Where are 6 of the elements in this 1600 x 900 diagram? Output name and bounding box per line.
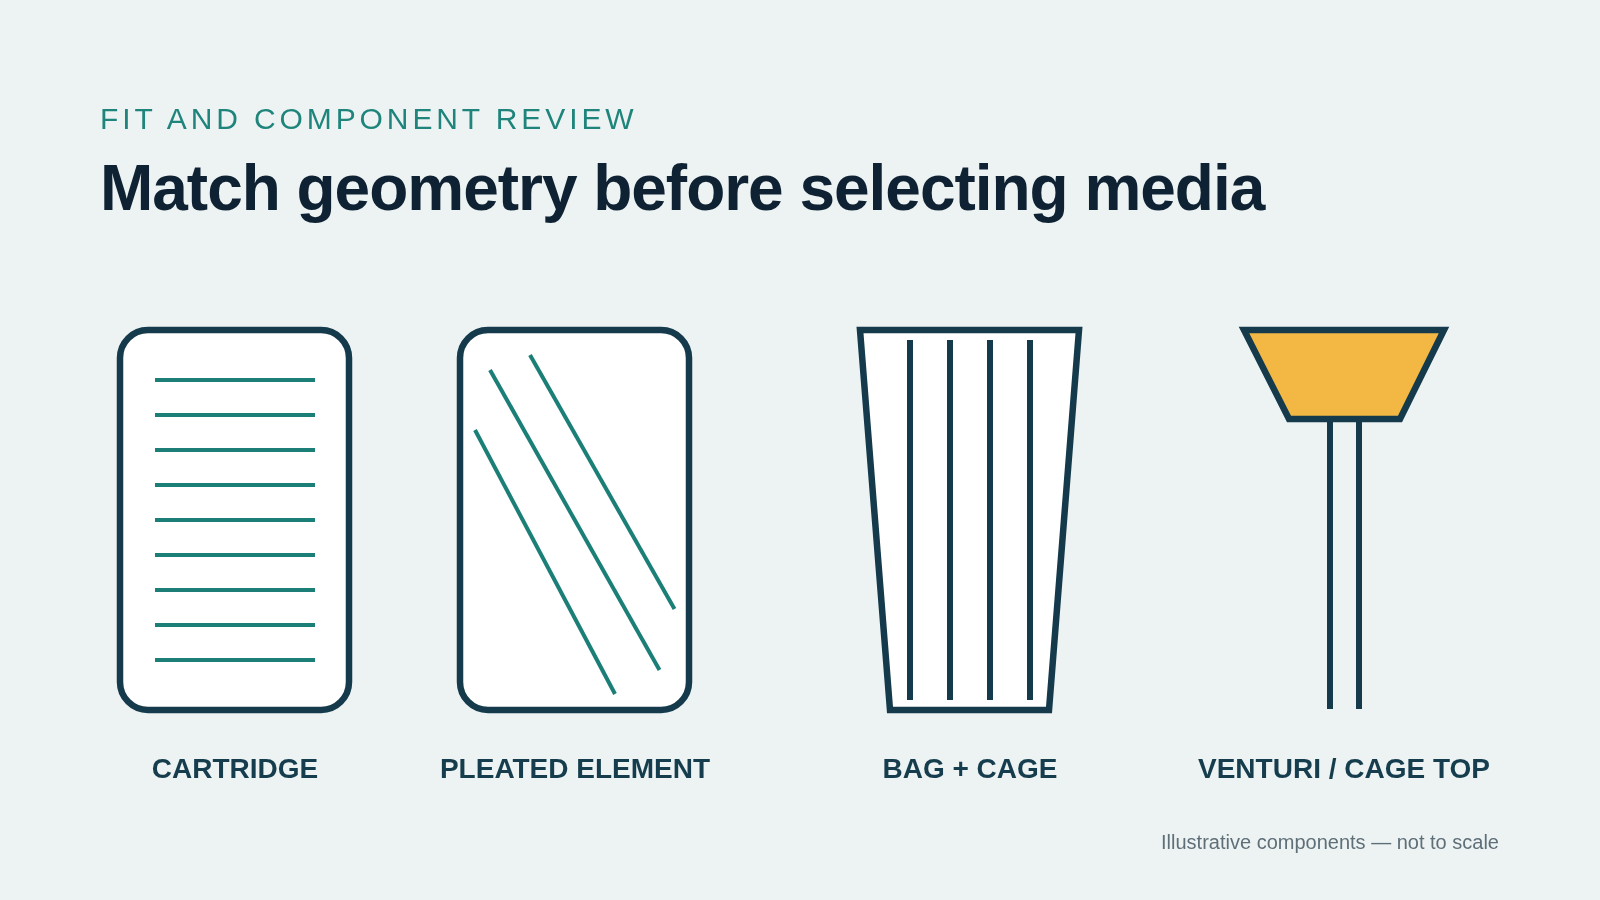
component-label: CARTRIDGE bbox=[151, 755, 319, 783]
caption-note: Illustrative components — not to scale bbox=[1161, 832, 1499, 852]
eyebrow-label: FIT AND COMPONENT REVIEW bbox=[100, 104, 638, 134]
component-label: PLEATED ELEMENT bbox=[439, 755, 711, 783]
component-label: BAG + CAGE bbox=[882, 755, 1058, 783]
component-label: VENTURI / CAGE TOP bbox=[1198, 755, 1490, 783]
